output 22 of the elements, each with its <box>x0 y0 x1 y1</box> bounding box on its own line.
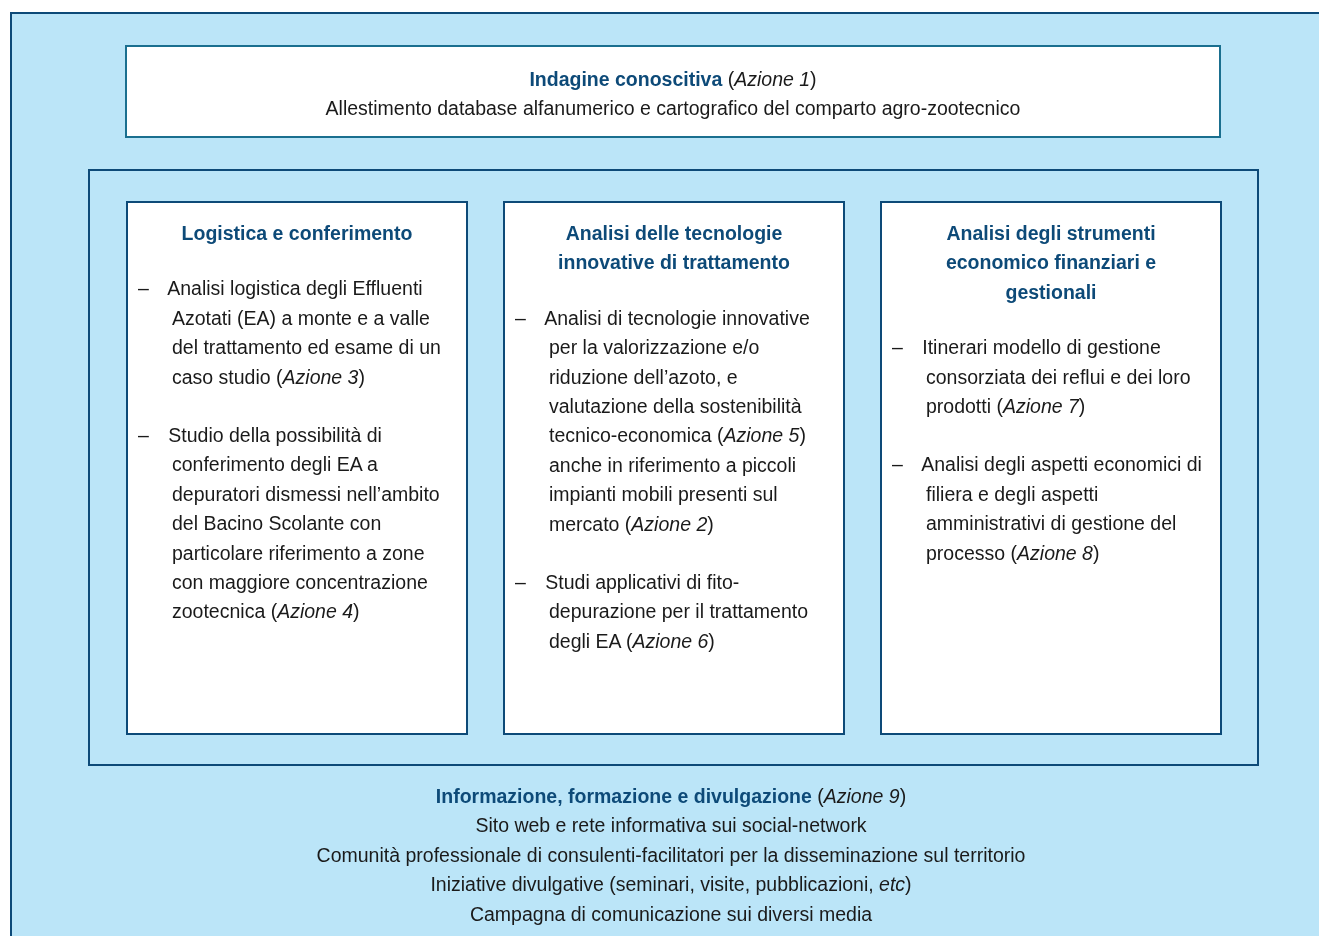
column-box <box>503 201 845 735</box>
text-line: Iniziative divulgative (seminari, visite, pubblicazioni, etc) <box>429 872 913 898</box>
column-box <box>880 201 1222 735</box>
bullet-item: – Itinerari modello di gestione consorziata dei reflui e dei loro prodotti (Azione 7) <box>892 335 1192 420</box>
column-box <box>126 201 468 735</box>
text-line: Comunità professionale di consulenti-facilitatori per la disseminazione sul territorio <box>315 842 1027 868</box>
column-heading: Logistica e conferimento <box>180 221 414 246</box>
panel-background <box>10 12 1319 936</box>
action-box <box>125 45 1221 138</box>
bullet-item: – Analisi degli aspetti economici di filiera e degli aspetti amministrativi di gestione del processo (Azione 8) <box>892 452 1203 566</box>
text-line: Campagna di comunicazione sui diversi media <box>468 901 874 927</box>
bullet-item: – Studi applicativi di fito-depurazione per il trattamento degli EA (Azione 6) <box>515 570 810 654</box>
description-text: Allestimento database alfanumerico e cartografico del comparto agro-zootecnico <box>324 96 1022 121</box>
column-heading: Analisi delle tecnologie innovative di trattamento <box>557 221 791 276</box>
frame-box <box>88 169 1259 766</box>
bullet-item: – Studio della possibilità di conferimento degli EA a depuratori dismessi nell’ambito del Bacino Scolante con particolare riferimento a zone con maggiore concentrazione zootecnica (Azione 4) <box>138 423 441 625</box>
section-heading: Informazione, formazione e divulgazione (Azione 9) <box>434 784 908 809</box>
bullet-item: – Analisi logistica degli Effluenti Azotati (EA) a monte e a valle del trattamento ed esame di un caso studio (Azione 3) <box>138 276 442 390</box>
column-heading: Analisi degli strumenti economico finanziari e gestionali <box>944 221 1158 305</box>
bullet-item: – Analisi di tecnologie innovative per la valorizzazione e/o riduzione dell’azoto, e valutazione della sostenibilità tecnico-economica (Azione 5) anche in riferimento a piccoli impianti mobili presenti sul mercato (Azione 2) <box>515 305 811 537</box>
text-line: Sito web e rete informativa sui social-network <box>474 813 868 839</box>
section-heading: Indagine conoscitiva (Azione 1) <box>528 67 818 92</box>
